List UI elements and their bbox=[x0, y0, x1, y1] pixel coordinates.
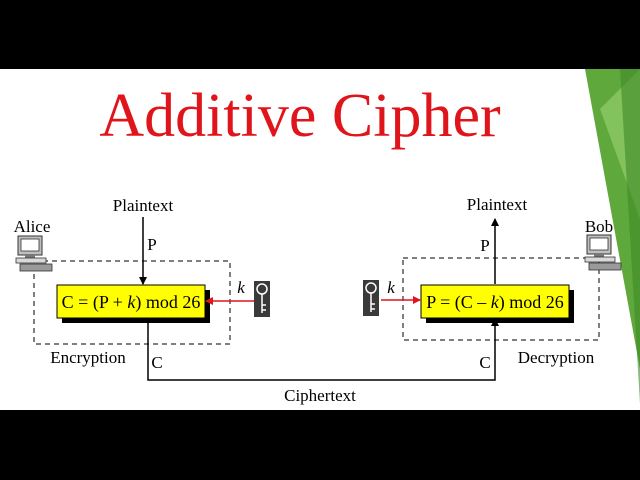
decryption-dashed-box bbox=[402, 257, 600, 341]
slide: Additive Cipher C = (P + k) mod 26 P = (… bbox=[0, 69, 640, 410]
bob-label: Bob bbox=[585, 217, 613, 236]
decryption-label: Decryption bbox=[518, 348, 595, 367]
ciphertext-channel bbox=[147, 318, 499, 381]
key-icon bbox=[254, 281, 270, 317]
encrypt-formula-box bbox=[56, 284, 206, 319]
c-label-right: C bbox=[479, 353, 490, 372]
encrypt-formula: C = (P + k) mod 26 bbox=[62, 292, 201, 313]
key-label-left: k bbox=[237, 278, 245, 297]
plaintext-label-right: Plaintext bbox=[467, 195, 528, 214]
plaintext-label-left: Plaintext bbox=[113, 196, 174, 215]
ciphertext-label: Ciphertext bbox=[284, 386, 356, 405]
decrypt-formula: P = (C – k) mod 26 bbox=[426, 292, 564, 313]
alice-label: Alice bbox=[14, 217, 51, 236]
key-label-right: k bbox=[387, 278, 395, 297]
encryption-dashed-box bbox=[33, 260, 231, 345]
green-accent bbox=[585, 69, 640, 404]
slide-title: Additive Cipher bbox=[99, 82, 501, 150]
key-icon bbox=[363, 280, 379, 316]
cipher-diagram: C = (P + k) mod 26 P = (C – k) mod 26 bbox=[14, 69, 640, 405]
encryption-label: Encryption bbox=[50, 348, 126, 367]
computer-icon bbox=[584, 234, 622, 271]
c-label-left: C bbox=[151, 353, 162, 372]
computer-icon bbox=[15, 235, 53, 272]
p-label-right: P bbox=[480, 236, 489, 255]
p-label-left: P bbox=[147, 235, 156, 254]
